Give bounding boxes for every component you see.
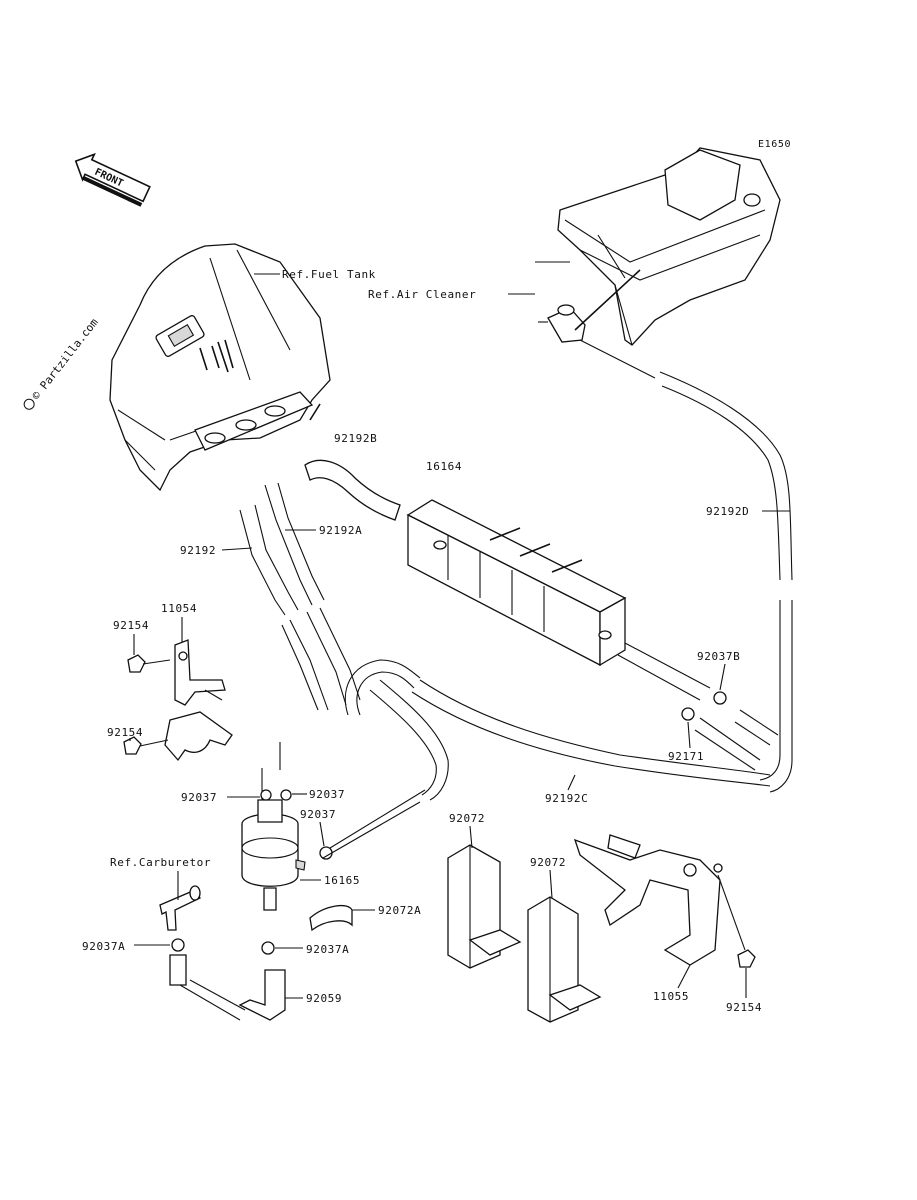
leader-92072-b: [549, 869, 553, 899]
ref-fuel-tank-label: Ref.Fuel Tank: [282, 268, 376, 281]
tee-fitting: [159, 885, 201, 931]
label-92037A-right: 92037A: [306, 943, 349, 956]
strap-92072A: [309, 904, 353, 932]
fuel-tank-illustration: [109, 243, 331, 492]
hose-canister-out-2: [617, 654, 701, 701]
leader-11055: [677, 964, 691, 989]
label-92037-left: 92037: [181, 791, 217, 804]
clip-92171: [681, 707, 695, 721]
label-92037B: 92037B: [697, 650, 740, 663]
bolt-92154-bottom: [737, 949, 756, 968]
watermark-text: © Partzilla.com: [29, 316, 101, 403]
hose-canister-out: [624, 642, 711, 689]
label-92154-bottom: 92154: [726, 1001, 762, 1014]
hose-92059: [169, 938, 286, 1021]
front-arrow-icon: FRONT: [74, 152, 151, 207]
watermark: © Partzilla.com: [23, 316, 101, 410]
label-16164: 16164: [426, 460, 462, 473]
copyright-icon: [23, 398, 35, 410]
label-11055: 11055: [653, 990, 689, 1003]
bolt-92154-mid: [123, 736, 169, 755]
label-92171: 92171: [668, 750, 704, 763]
hose-92192: [239, 504, 329, 711]
label-92037-center: 92037: [300, 808, 336, 821]
leader-92037-center: [319, 821, 325, 847]
label-92192B: 92192B: [334, 432, 377, 445]
bracket-92072-a: [447, 844, 522, 969]
label-92154-mid: 92154: [107, 726, 143, 739]
leader-92037B: [719, 663, 726, 691]
ref-air-cleaner-label: Ref.Air Cleaner: [368, 288, 476, 301]
canister-16164: [406, 499, 627, 667]
bolt-92154-top: [127, 654, 171, 673]
label-92037-right: 92037: [309, 788, 345, 801]
label-92072-a: 92072: [449, 812, 485, 825]
label-92192C: 92192C: [545, 792, 588, 805]
diagram-code: E1650: [758, 139, 791, 150]
label-92072-b: 92072: [530, 856, 566, 869]
hose-92192B: [304, 459, 401, 521]
label-92192D: 92192D: [706, 505, 749, 518]
leader-92072-a: [469, 825, 473, 849]
bracket-11054: [164, 639, 233, 762]
hose-92192A: [264, 482, 361, 706]
label-11054: 11054: [161, 602, 197, 615]
hose-lower-right: [694, 709, 779, 771]
label-92037A-left: 92037A: [82, 940, 125, 953]
label-92192A: 92192A: [319, 524, 362, 537]
hose-92192C: [344, 659, 771, 801]
fuel-filter-16165: [241, 742, 426, 911]
label-92192: 92192: [180, 544, 216, 557]
label-92154-top: 92154: [113, 619, 149, 632]
bracket-11055: [573, 834, 746, 966]
air-cleaner-illustration: [547, 147, 781, 346]
label-16165: 16165: [324, 874, 360, 887]
leader-92192: [221, 547, 253, 551]
hose-92192D: [579, 339, 793, 793]
clip-92037B: [713, 691, 727, 705]
leader-92192C: [567, 774, 576, 791]
label-92059: 92059: [306, 992, 342, 1005]
leader-92171: [687, 721, 691, 749]
label-92072A: 92072A: [378, 904, 421, 917]
ref-carburetor-label: Ref.Carburetor: [110, 856, 211, 869]
bracket-92072-b: [527, 896, 602, 1023]
